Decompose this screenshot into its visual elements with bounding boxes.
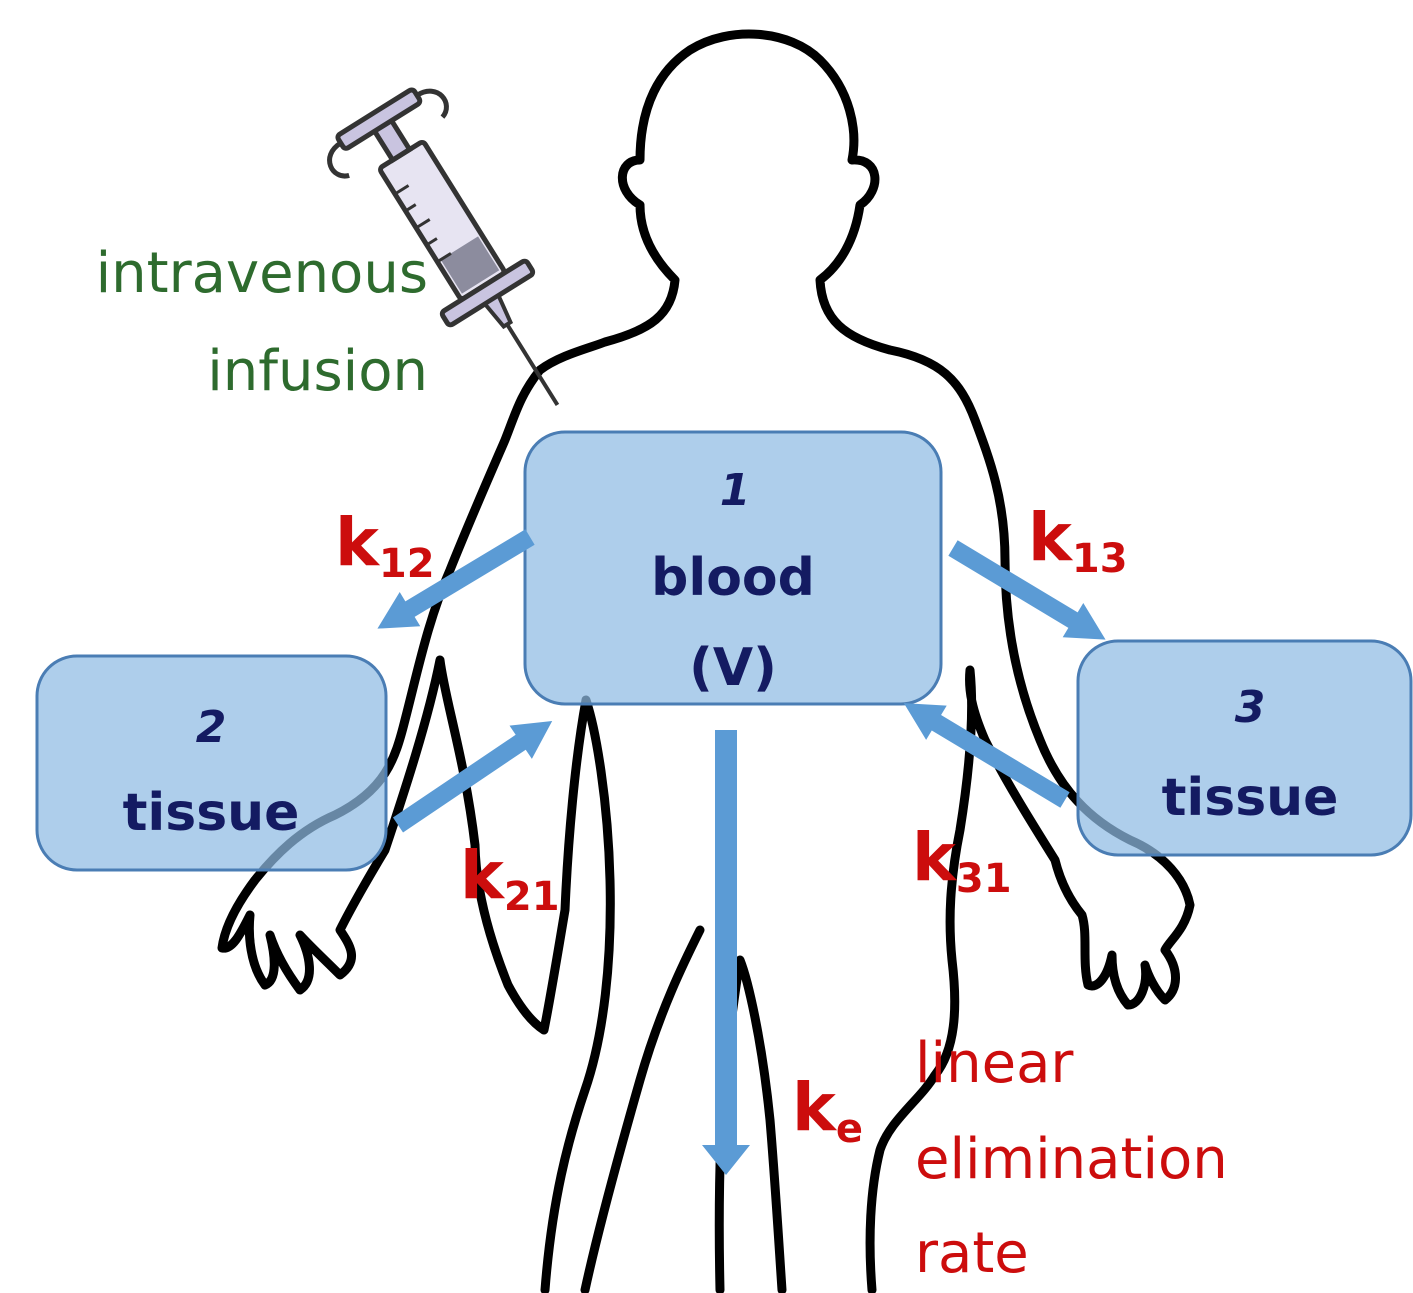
compartment-blood: 1 blood (V) xyxy=(525,432,941,704)
elimination-label-line1: linear xyxy=(915,1031,1074,1096)
rate-k13: k13 xyxy=(1028,499,1128,582)
compartment-tissue-3: 3 tissue xyxy=(1078,641,1411,855)
infusion-label-line2: infusion xyxy=(207,339,428,404)
compartment-3-label: tissue xyxy=(1162,768,1339,828)
rate-ke: ke xyxy=(792,1069,863,1152)
compartment-2-number: 2 xyxy=(196,702,227,753)
compartment-1-volume: (V) xyxy=(689,638,777,698)
rate-k12: k12 xyxy=(335,504,435,587)
rate-k21: k21 xyxy=(460,837,560,920)
compartment-2-label: tissue xyxy=(123,783,300,843)
compartment-tissue-2: 2 tissue xyxy=(37,656,386,870)
compartment-3-number: 3 xyxy=(1235,682,1266,733)
compartment-1-label: blood xyxy=(651,548,815,608)
elimination-label-line3: rate xyxy=(915,1221,1029,1286)
infusion-label-line1: intravenous xyxy=(96,241,428,306)
compartment-1-number: 1 xyxy=(720,465,751,516)
arrow-ke xyxy=(702,730,750,1175)
elimination-label-line2: elimination xyxy=(915,1127,1228,1192)
